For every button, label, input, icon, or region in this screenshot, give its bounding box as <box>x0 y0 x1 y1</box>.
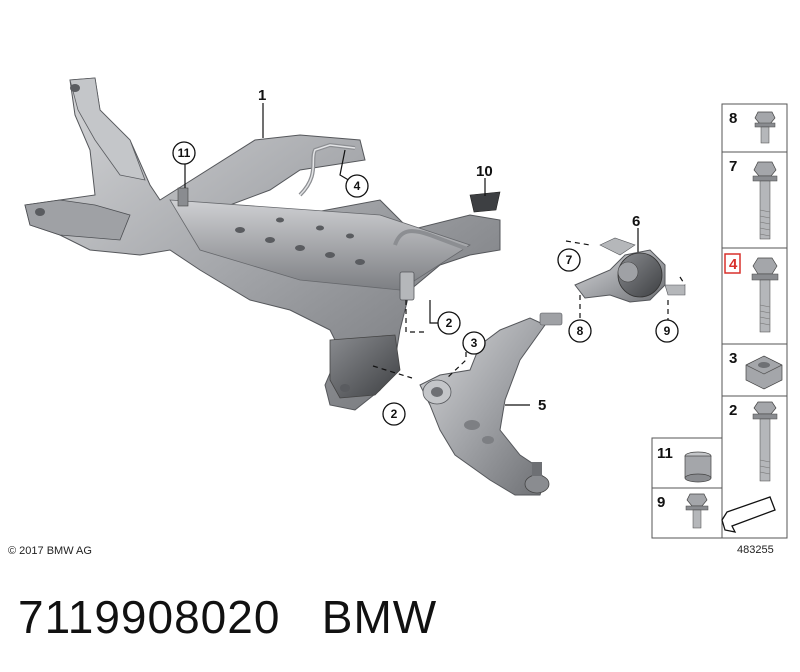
bearing-bracket-illustration <box>574 237 686 303</box>
sleeve-11-icon <box>684 451 712 483</box>
part-number: 7119908020 <box>18 591 281 643</box>
circled-callout-8: 8 <box>568 319 592 343</box>
panel-item-8-label: 8 <box>729 110 737 127</box>
square-nut-3-icon <box>745 355 783 390</box>
svg-text:9: 9 <box>664 324 671 338</box>
circled-callout-11: 11 <box>172 141 196 165</box>
callout-5: 5 <box>538 397 546 414</box>
bolt-2-icon <box>752 401 778 482</box>
panel-item-9-label: 9 <box>657 494 665 511</box>
svg-text:3: 3 <box>471 336 478 350</box>
part-10-illustration <box>469 191 501 213</box>
svg-text:8: 8 <box>577 324 584 338</box>
circled-callout-9: 9 <box>655 319 679 343</box>
copyright-text: © 2017 BMW AG <box>8 545 92 557</box>
svg-text:4: 4 <box>354 179 361 193</box>
direction-arrow-icon <box>721 496 776 533</box>
svg-text:11: 11 <box>178 146 191 160</box>
bolt-9-icon <box>685 493 709 529</box>
circled-callout-7: 7 <box>557 248 581 272</box>
part-number-line: 7119908020 BMW <box>18 590 437 644</box>
svg-text:7: 7 <box>566 253 573 267</box>
bolt-4-icon[interactable] <box>751 257 779 333</box>
circled-callout-3: 3 <box>462 331 486 355</box>
panel-item-3-label: 3 <box>729 350 737 367</box>
bolt-8-icon <box>754 111 776 144</box>
panel-item-2-label: 2 <box>729 402 737 419</box>
panel-item-4-label[interactable]: 4 <box>729 256 738 273</box>
parts-panel <box>651 103 788 539</box>
panel-item-11-label: 11 <box>657 445 673 462</box>
diagram-id: 483255 <box>737 544 774 556</box>
panel-item-7-label: 7 <box>729 158 737 175</box>
bolt-7-icon <box>752 161 778 240</box>
subframe-illustration <box>24 77 501 411</box>
parts-diagram: 1 10 5 6 11 4 2 3 2 7 8 9 <box>8 77 788 557</box>
brand-name: BMW <box>321 591 438 643</box>
highlight-box <box>724 253 741 274</box>
svg-text:2: 2 <box>391 407 398 421</box>
callout-1: 1 <box>258 87 266 104</box>
svg-text:2: 2 <box>446 316 453 330</box>
circled-callout-2b: 2 <box>382 402 406 426</box>
callout-6: 6 <box>632 213 640 230</box>
circled-callout-2a: 2 <box>437 311 461 335</box>
circled-callout-4: 4 <box>345 174 369 198</box>
leader-lines <box>372 240 686 379</box>
callout-10: 10 <box>476 163 493 180</box>
